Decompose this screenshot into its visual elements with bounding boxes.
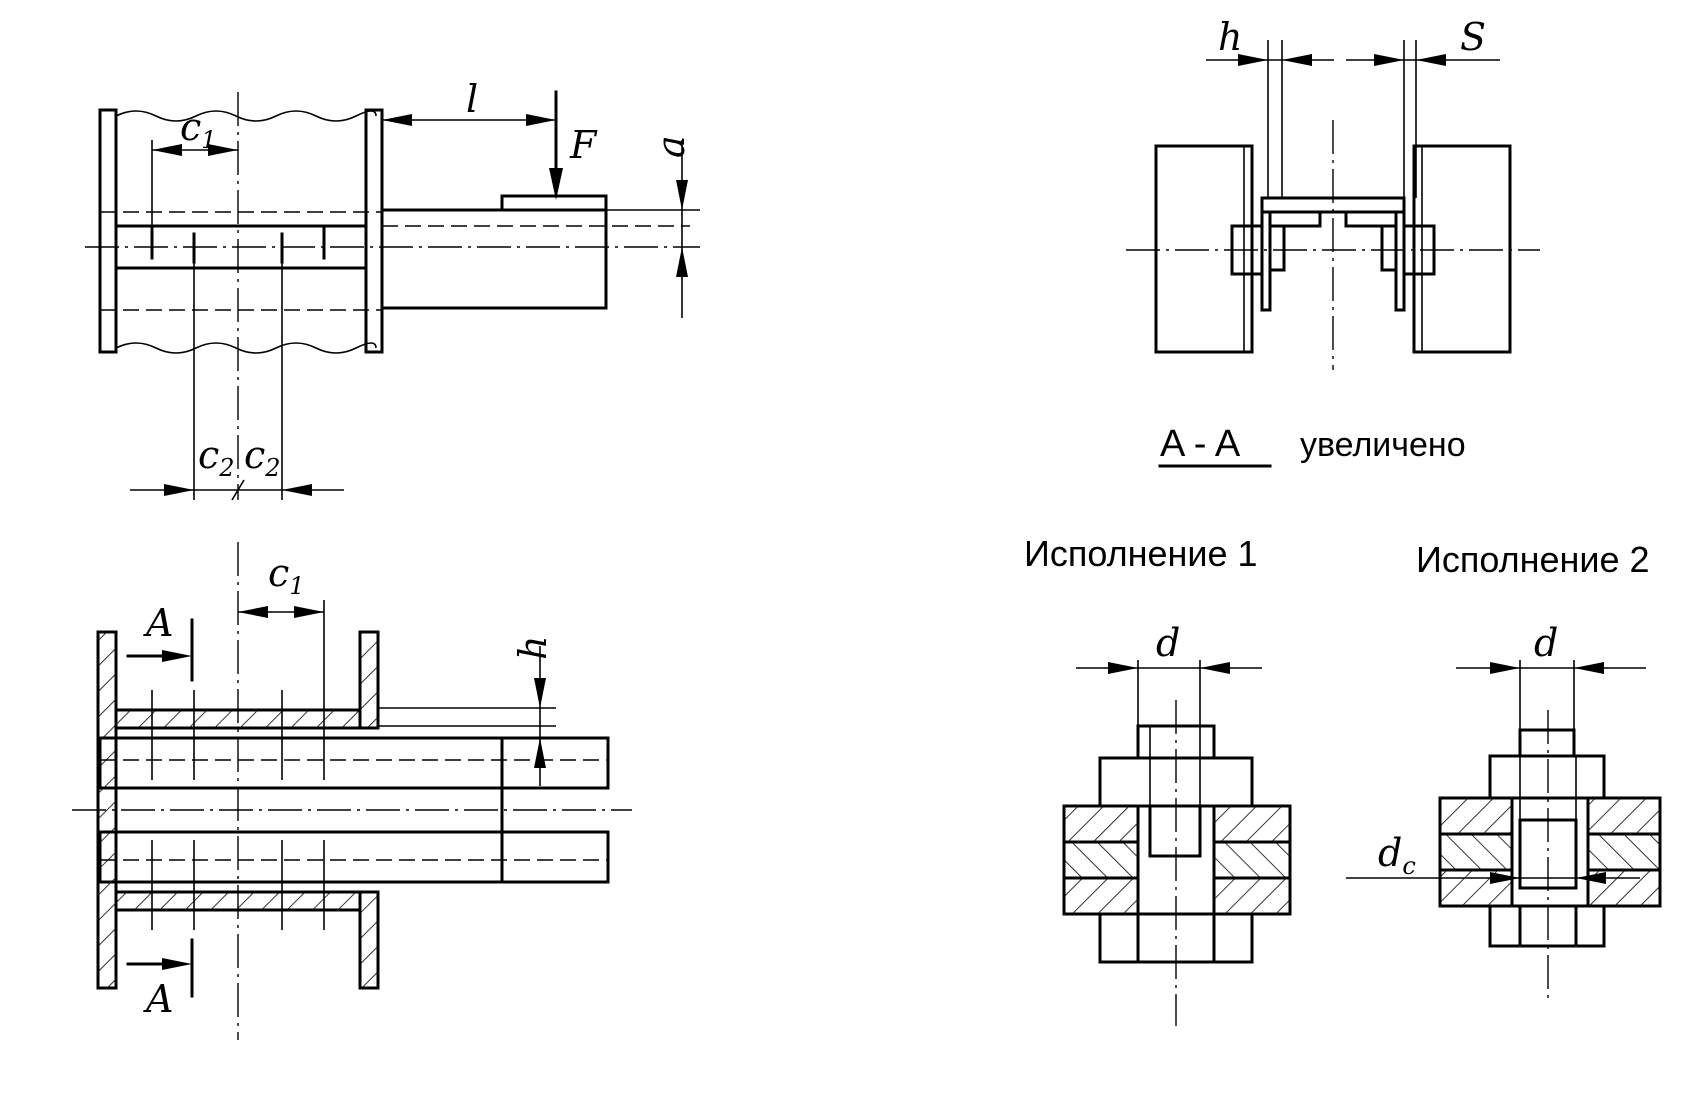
label-c2-right: c2 (244, 433, 281, 482)
variant-2-view: Исполнение 2 dc d (1346, 539, 1662, 1004)
label-A-bottom: A (143, 977, 173, 1021)
variant-1-view: Исполнение 1 d (1024, 533, 1292, 1026)
label-c1-top: c1 (180, 105, 217, 154)
variant-2-title: Исполнение 2 (1416, 539, 1650, 580)
label-A-top: A (143, 601, 173, 645)
label-a: a (649, 135, 693, 158)
label-d-v1: d (1156, 621, 1180, 665)
section-note: увеличено (1300, 426, 1466, 464)
top-view: c1 c2 c2 l F a (85, 77, 700, 501)
label-F: F (569, 123, 598, 167)
label-d-v2: d (1534, 621, 1558, 665)
label-c2-left: c2 (198, 433, 235, 482)
section-a-a-view: h S A - A увеличено (1126, 15, 1540, 468)
label-c1-section: c1 (268, 551, 305, 600)
section-view: c1 h A A (72, 542, 632, 1040)
label-h-aa: h (1218, 15, 1242, 59)
label-S: S (1460, 15, 1486, 59)
label-dc: dc (1378, 831, 1416, 880)
label-h-section: h (511, 636, 555, 660)
section-title: A - A (1160, 423, 1241, 465)
label-l: l (466, 77, 478, 121)
variant-1-title: Исполнение 1 (1024, 533, 1258, 574)
